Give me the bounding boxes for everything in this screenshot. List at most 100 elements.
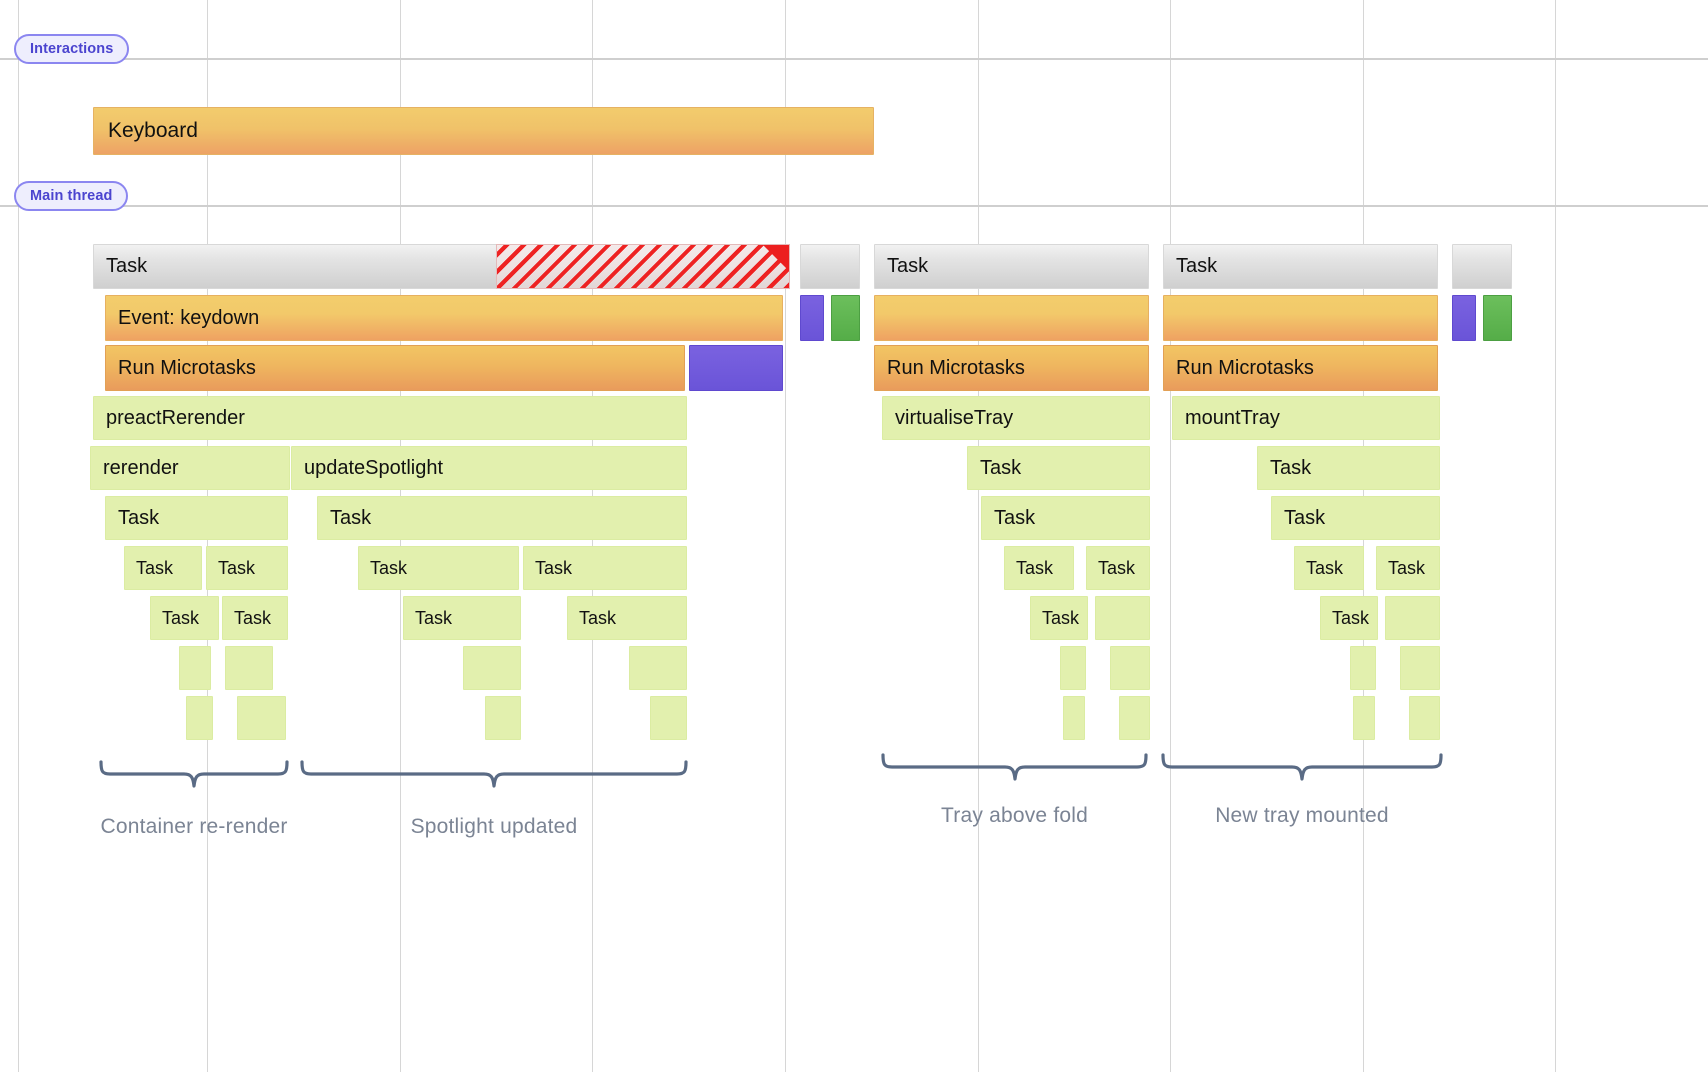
annotation-text: Container re-render	[100, 815, 288, 838]
annotation-label-spotlight-updated: Spotlight updated	[300, 815, 688, 839]
task-bar-micro[interactable]	[1063, 696, 1085, 740]
js-bar-label: mountTray	[1185, 406, 1280, 429]
js-bar-label: preactRerender	[106, 406, 245, 429]
event-bar-keydown[interactable]: Event: keydown	[105, 295, 783, 341]
task-bar-label: Task	[1332, 607, 1370, 628]
task-bar-label: Task	[1042, 607, 1080, 628]
task-bar-label: Task	[1016, 557, 1054, 578]
js-bar-label: rerender	[103, 456, 179, 479]
task-bar-micro[interactable]	[1095, 596, 1150, 640]
run-microtasks-label: Run Microtasks	[118, 356, 256, 379]
annotation-brace	[99, 760, 289, 794]
interaction-bar-keyboard[interactable]: Keyboard	[93, 107, 874, 155]
task-bar-micro[interactable]	[1110, 646, 1150, 690]
task-bar-micro[interactable]	[463, 646, 521, 690]
task-bar-nested[interactable]: Task	[981, 496, 1150, 540]
task-bar-label: Task	[1270, 456, 1312, 479]
task-bar-label: Task	[136, 557, 174, 578]
task-bar-nested[interactable]: Task	[1257, 446, 1440, 490]
task-bar-label: Task	[1176, 255, 1218, 277]
task-bar-g3[interactable]: Task	[1163, 244, 1438, 289]
paint-chip-trailing[interactable]	[1483, 295, 1512, 341]
task-bar-trailing[interactable]	[1452, 244, 1512, 289]
task-bar-label: Task	[1388, 557, 1426, 578]
task-bar-micro[interactable]	[179, 646, 211, 690]
event-bar-label: Event: keydown	[118, 306, 260, 329]
event-bar-g2[interactable]	[874, 295, 1149, 341]
task-bar-nested[interactable]: Task	[403, 596, 521, 640]
task-bar-label: Task	[234, 607, 272, 628]
interaction-bar-label: Keyboard	[108, 119, 198, 142]
task-bar-label: Task	[1284, 506, 1326, 529]
task-bar-micro[interactable]	[1409, 696, 1440, 740]
task-bar-nested[interactable]: Task	[358, 546, 519, 590]
task-bar-label: Task	[330, 506, 372, 529]
task-bar-nested[interactable]: Task	[1376, 546, 1440, 590]
task-bar-micro[interactable]	[650, 696, 687, 740]
task-bar-label: Task	[1098, 557, 1136, 578]
task-bar-micro[interactable]	[1119, 696, 1150, 740]
task-bar-micro[interactable]	[225, 646, 273, 690]
task-bar-nested[interactable]: Task	[1294, 546, 1364, 590]
task-bar-label: Task	[887, 255, 929, 277]
track-pill-interactions[interactable]: Interactions	[14, 34, 130, 64]
task-bar-micro[interactable]	[186, 696, 213, 740]
js-bar-updatespotlight[interactable]: updateSpotlight	[291, 446, 687, 490]
task-bar-micro[interactable]	[1400, 646, 1440, 690]
task-bar-nested[interactable]: Task	[567, 596, 687, 640]
track-separator-main-thread	[0, 205, 1708, 207]
run-microtasks-bar-g1[interactable]: Run Microtasks	[105, 345, 685, 391]
task-bar-micro[interactable]	[1385, 596, 1440, 640]
annotation-brace	[300, 760, 688, 794]
task-bar-g2[interactable]: Task	[874, 244, 1149, 289]
long-task-corner-triangle-icon	[763, 245, 789, 271]
event-bar-g3[interactable]	[1163, 295, 1438, 341]
style-recalc-chip-g1[interactable]	[800, 295, 824, 341]
js-bar-mounttray[interactable]: mountTray	[1172, 396, 1440, 440]
task-bar-nested[interactable]: Task	[1320, 596, 1378, 640]
task-bar-nested[interactable]: Task	[1086, 546, 1150, 590]
task-bar-micro[interactable]	[629, 646, 687, 690]
grid-line	[978, 0, 979, 1072]
task-bar-micro[interactable]	[237, 696, 286, 740]
task-bar-micro[interactable]	[1350, 646, 1376, 690]
task-bar-nested[interactable]: Task	[523, 546, 687, 590]
grid-line	[1555, 0, 1556, 1072]
js-bar-virtualisetray[interactable]: virtualiseTray	[882, 396, 1150, 440]
task-bar-nested[interactable]: Task	[105, 496, 288, 540]
long-task-warning-overlay[interactable]	[496, 244, 790, 289]
task-bar-nested[interactable]: Task	[206, 546, 288, 590]
task-bar-label: Task	[1306, 557, 1344, 578]
task-bar-label: Task	[106, 255, 148, 277]
task-bar-nested[interactable]: Task	[222, 596, 288, 640]
task-bar-nested[interactable]: Task	[150, 596, 219, 640]
task-bar-label: Task	[162, 607, 200, 628]
run-microtasks-bar-g3[interactable]: Run Microtasks	[1163, 345, 1438, 391]
run-microtasks-bar-g2[interactable]: Run Microtasks	[874, 345, 1149, 391]
task-bar-micro[interactable]	[1353, 696, 1375, 740]
style-bar-g1[interactable]	[689, 345, 783, 391]
task-bar-nested[interactable]: Task	[1271, 496, 1440, 540]
task-bar-label: Task	[218, 557, 256, 578]
track-label-interactions: Interactions	[30, 41, 114, 57]
task-bar-label: Task	[370, 557, 408, 578]
task-bar-label: Task	[118, 506, 160, 529]
task-bar-micro[interactable]	[1060, 646, 1086, 690]
task-bar-nested[interactable]: Task	[317, 496, 687, 540]
task-bar-micro[interactable]	[485, 696, 521, 740]
js-bar-preactrerender[interactable]: preactRerender	[93, 396, 687, 440]
grid-line	[1170, 0, 1171, 1072]
annotation-label-new-tray-mounted: New tray mounted	[1161, 804, 1443, 828]
track-pill-main-thread[interactable]: Main thread	[14, 181, 129, 211]
style-recalc-chip-trailing[interactable]	[1452, 295, 1476, 341]
task-bar-nested[interactable]: Task	[124, 546, 202, 590]
task-bar-nested[interactable]: Task	[1004, 546, 1074, 590]
task-bar-nested[interactable]: Task	[1030, 596, 1088, 640]
task-bar-g1-trailing[interactable]	[800, 244, 860, 289]
grid-line	[785, 0, 786, 1072]
js-bar-rerender[interactable]: rerender	[90, 446, 290, 490]
track-label-main-thread: Main thread	[30, 188, 113, 204]
task-bar-nested[interactable]: Task	[967, 446, 1150, 490]
paint-chip-g1[interactable]	[831, 295, 860, 341]
